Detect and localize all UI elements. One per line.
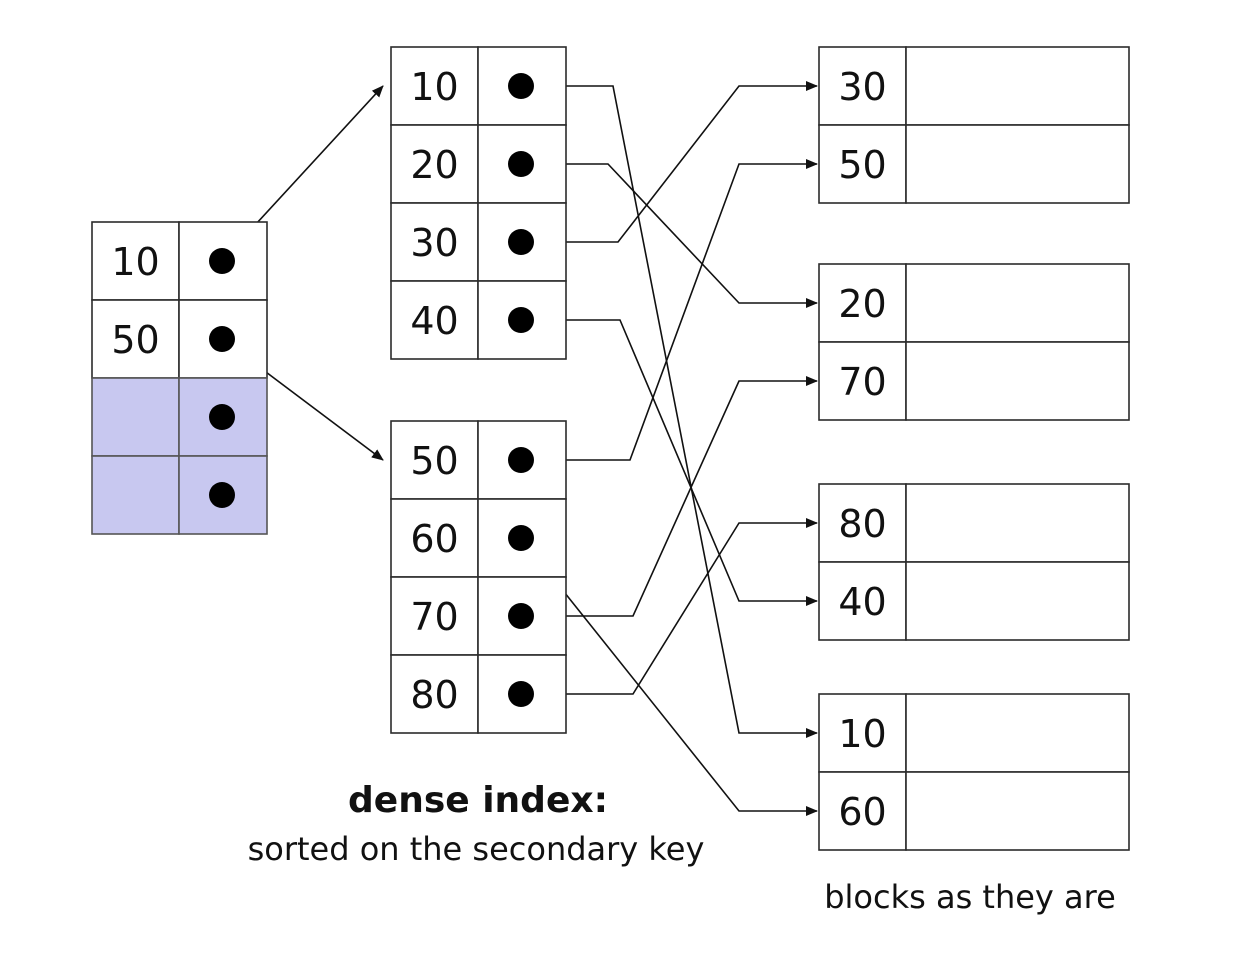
empty-key-cell	[91, 377, 180, 457]
dense-to-record-arrow	[521, 159, 818, 461]
dense-to-record-arrow	[521, 81, 818, 243]
pointer-dot	[508, 73, 534, 99]
pointer-dot	[508, 447, 534, 473]
dense-index-block-1: 10 20 30 40	[390, 46, 567, 360]
dense-key-cell	[390, 280, 479, 360]
pointer-links	[221, 81, 818, 816]
record-key-cell	[818, 124, 907, 204]
record-data-cell	[905, 771, 1130, 851]
pointer-dot	[508, 681, 534, 707]
dense-key: 60	[410, 517, 458, 561]
dense-to-record-arrow	[521, 85, 818, 738]
sparse-index: 10 50	[91, 221, 268, 535]
dense-key-cell	[390, 202, 479, 282]
dense-to-record-arrow	[520, 537, 818, 816]
record-key: 70	[838, 360, 886, 404]
dense-key: 10	[410, 65, 458, 109]
dense-key-cell	[390, 46, 479, 126]
dense-to-record-arrow	[521, 376, 818, 617]
dense-index-caption-title: dense index:	[348, 780, 608, 821]
pointer-dot	[508, 603, 534, 629]
dense-to-record-arrow	[521, 319, 818, 606]
pointer-dot	[209, 326, 235, 352]
record-data-cell	[905, 483, 1130, 563]
record-data-cell	[905, 124, 1130, 204]
record-data-cell	[905, 263, 1130, 343]
dense-key-cell	[390, 124, 479, 204]
record-key: 20	[838, 282, 886, 326]
dense-key: 20	[410, 143, 458, 187]
empty-key-cell	[91, 455, 180, 535]
dense-to-record-arrow	[521, 518, 818, 695]
record-key-cell	[818, 341, 907, 421]
record-data-cell	[905, 341, 1130, 421]
sparse-key-cell	[91, 299, 180, 379]
dense-key: 40	[410, 299, 458, 343]
record-key-cell	[818, 561, 907, 641]
data-block-3: 80 40	[818, 483, 1130, 641]
captions: dense index: sorted on the secondary key…	[248, 780, 1116, 916]
sparse-key: 10	[111, 240, 159, 284]
record-key: 60	[838, 790, 886, 834]
record-key: 10	[838, 712, 886, 756]
dense-key: 70	[410, 595, 458, 639]
pointer-dot	[508, 229, 534, 255]
pointer-dot	[508, 525, 534, 551]
pointer-dot	[508, 151, 534, 177]
data-blocks-caption: blocks as they are	[824, 878, 1116, 916]
dense-key: 80	[410, 673, 458, 717]
record-key-cell	[818, 263, 907, 343]
pointer-dot	[508, 307, 534, 333]
dense-index-caption-subtitle: sorted on the secondary key	[248, 830, 705, 868]
data-block-1: 30 50	[818, 46, 1130, 204]
record-key-cell	[818, 771, 907, 851]
dense-key: 50	[410, 439, 458, 483]
record-key: 50	[838, 143, 886, 187]
record-data-cell	[905, 46, 1130, 126]
record-data-cell	[905, 693, 1130, 773]
sparse-key: 50	[111, 318, 159, 362]
record-key: 30	[838, 65, 886, 109]
dense-key-cell	[390, 654, 479, 734]
record-key: 40	[838, 580, 886, 624]
dense-key: 30	[410, 221, 458, 265]
record-key: 80	[838, 502, 886, 546]
pointer-dot	[209, 404, 235, 430]
pointer-dot	[209, 248, 235, 274]
dense-index-block-2: 50 60 70 80	[390, 420, 567, 734]
record-data-cell	[905, 561, 1130, 641]
data-block-4: 10 60	[818, 693, 1130, 851]
pointer-dot	[209, 482, 235, 508]
